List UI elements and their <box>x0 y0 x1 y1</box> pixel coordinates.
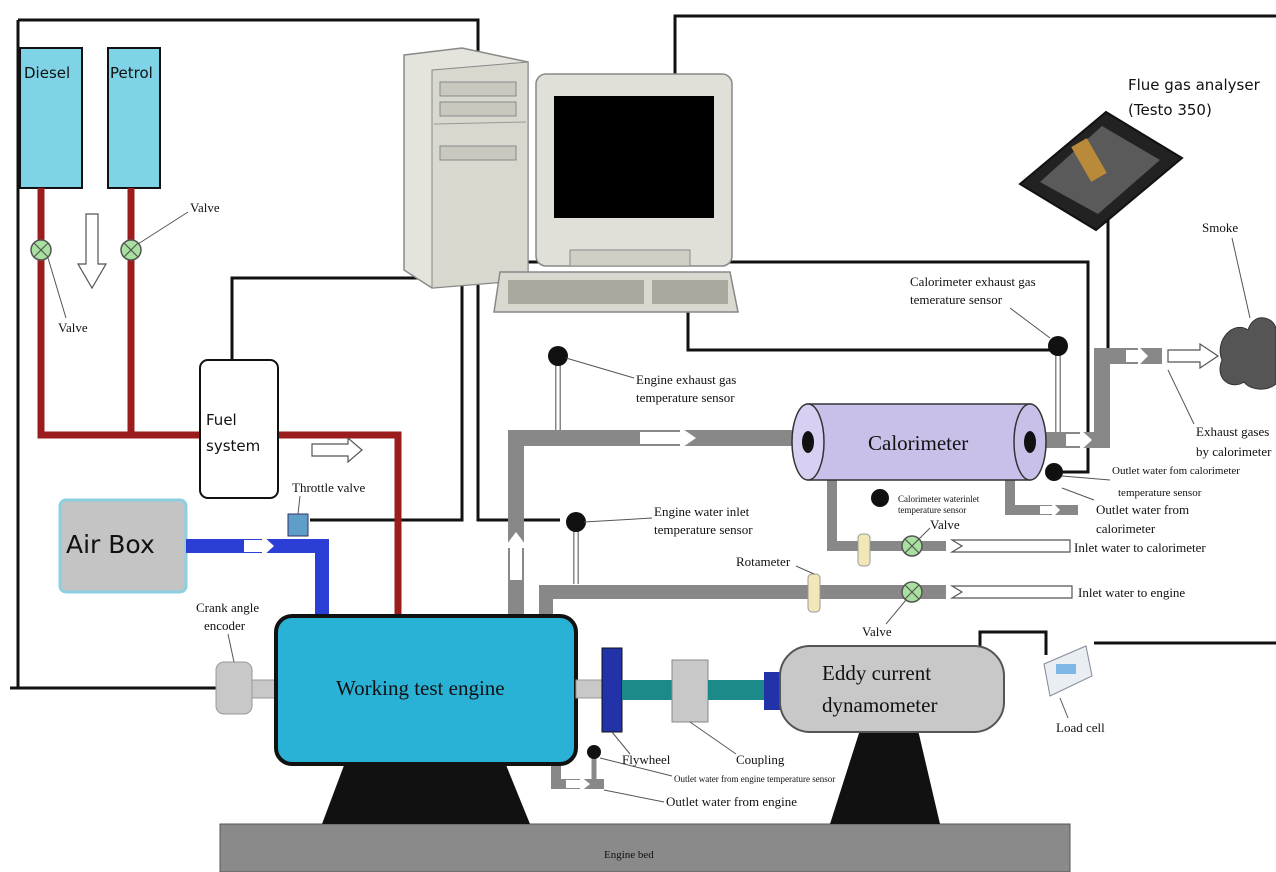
flue-gas-analyser-line1: Flue gas analyser <box>1128 76 1261 94</box>
engine-label: Working test engine <box>336 676 505 700</box>
rotameter-label: Rotameter <box>736 554 791 569</box>
drive-shaft-2 <box>708 680 764 700</box>
crank-encoder-line1: Crank angle <box>196 600 259 615</box>
outlet-water-calorimeter-line2: calorimeter <box>1096 521 1156 536</box>
outlet-water-calorimeter-sensor-line2: temperature sensor <box>1118 487 1202 499</box>
keyboard <box>493 271 739 313</box>
coupling-icon <box>671 659 709 723</box>
engine-exhaust-sensor-icon <box>548 346 568 430</box>
calorimeter-outlet-arrow <box>1040 502 1060 518</box>
fuel-system-line1: Fuel <box>206 411 237 429</box>
computer-tower <box>403 47 529 289</box>
flue-gas-analyser-line2: (Testo 350) <box>1128 101 1212 119</box>
engine-bed-label: Engine bed <box>604 849 654 861</box>
fuel-system-line2: system <box>206 437 260 455</box>
fuel-valve-label-top: Valve <box>190 200 220 215</box>
dynamometer-mount <box>830 730 940 824</box>
calorimeter-valve-icon <box>901 535 923 557</box>
fuel-flow-arrow <box>76 213 108 290</box>
coupling-label: Coupling <box>736 752 785 767</box>
test-engine: Working test engine <box>274 614 578 766</box>
engine-exhaust-sensor-line2: temperature sensor <box>636 390 735 405</box>
petrol-tank: Petrol <box>107 47 161 189</box>
engine-mount <box>322 760 530 824</box>
calorimeter-valve-label: Valve <box>930 517 960 532</box>
inlet-water-calorimeter-label: Inlet water to calorimeter <box>1074 540 1206 555</box>
air-box-label: Air Box <box>66 530 155 559</box>
diesel-tank: Diesel <box>19 47 83 189</box>
engine-bed: Engine bed <box>219 823 1071 872</box>
smoke-label: Smoke <box>1202 220 1238 235</box>
eddy-current-dynamometer: Eddy current dynamometer <box>779 645 1005 733</box>
outlet-water-engine-sensor-label: Outlet water from engine temperature sen… <box>674 774 835 784</box>
load-cell-label: Load cell <box>1056 720 1105 735</box>
calorimeter-water-inlet-sensor-icon <box>871 489 889 507</box>
flue-gas-analyser-device <box>1018 110 1184 232</box>
flywheel-icon <box>601 647 623 733</box>
computer-monitor <box>535 73 733 267</box>
outlet-water-engine-label: Outlet water from engine <box>666 794 797 809</box>
exhaust-right-arrow <box>640 427 696 449</box>
engine-water-valve-icon <box>901 581 923 603</box>
fuel-valve-label-bottom: Valve <box>58 320 88 335</box>
smoke-icon <box>1219 317 1276 390</box>
fuel-lines <box>37 188 402 620</box>
calorimeter-exhaust-arrow <box>1066 429 1092 451</box>
exhaust-gases-line2: by calorimeter <box>1196 444 1272 459</box>
throttle-valve-label: Throttle valve <box>292 480 366 495</box>
outlet-water-calorimeter-line1: Outlet water from <box>1096 502 1189 517</box>
engine-exhaust-sensor-line1: Engine exhaust gas <box>636 372 736 387</box>
inlet-water-engine-arrow <box>949 585 1073 599</box>
flywheel-label: Flywheel <box>622 752 671 767</box>
engine-rotameter-icon <box>807 573 821 613</box>
dynamometer-line2: dynamometer <box>822 693 937 717</box>
outlet-water-calorimeter-sensor-line1: Outlet water fom calorimeter <box>1112 465 1240 477</box>
fuel-system-box: Fuel system <box>199 359 279 499</box>
calorimeter-exhaust-sensor-line1: Calorimeter exhaust gas <box>910 274 1036 289</box>
crank-encoder-line2: encoder <box>204 618 246 633</box>
fuel-system-arrow <box>311 436 363 464</box>
air-intake-line <box>186 539 329 616</box>
dynamometer-line1: Eddy current <box>822 661 931 685</box>
calorimeter-water-inlet-sensor-line1: Calorimeter waterinlet <box>898 494 980 504</box>
petrol-valve-icon <box>120 239 142 261</box>
engine-outlet-arrow <box>566 776 590 792</box>
petrol-label: Petrol <box>110 64 153 82</box>
load-cell-icon <box>1043 645 1093 697</box>
outlet-water-calorimeter-sensor-icon <box>1045 463 1063 481</box>
output-shaft-stub <box>575 679 603 699</box>
calorimeter-label: Calorimeter <box>868 431 968 455</box>
inlet-water-engine-label: Inlet water to engine <box>1078 585 1185 600</box>
air-flow-arrow <box>244 535 274 557</box>
exhaust-gases-line1: Exhaust gases <box>1196 424 1269 439</box>
engine-water-valve-label: Valve <box>862 624 892 639</box>
calorimeter-exhaust-sensor-line2: temerature sensor <box>910 292 1003 307</box>
smoke-arrow <box>1167 342 1220 370</box>
outlet-water-engine-sensor-icon <box>587 745 601 780</box>
calorimeter-water-inlet-sensor-line2: temperature sensor <box>898 505 966 515</box>
calorimeter-rotameter-icon <box>857 533 871 567</box>
engine-water-inlet-sensor-line1: Engine water inlet <box>654 504 750 519</box>
crank-angle-encoder <box>215 661 277 715</box>
stack-arrow <box>1126 346 1148 366</box>
air-box: Air Box <box>58 498 188 594</box>
exhaust-up-arrow <box>504 532 528 580</box>
diesel-label: Diesel <box>24 64 70 82</box>
calorimeter-vessel: Calorimeter <box>791 403 1047 481</box>
dynamometer-flange <box>764 672 780 710</box>
engine-water-inlet-sensor-line2: temperature sensor <box>654 522 753 537</box>
engine-water-inlet-pipe <box>539 585 946 616</box>
calorimeter-exhaust-sensor-icon <box>1048 336 1068 432</box>
throttle-valve-icon <box>287 513 309 537</box>
inlet-water-calorimeter-arrow <box>949 539 1071 553</box>
drive-shaft <box>622 680 672 700</box>
engine-water-inlet-sensor-icon <box>566 512 586 584</box>
diesel-valve-icon <box>30 239 52 261</box>
